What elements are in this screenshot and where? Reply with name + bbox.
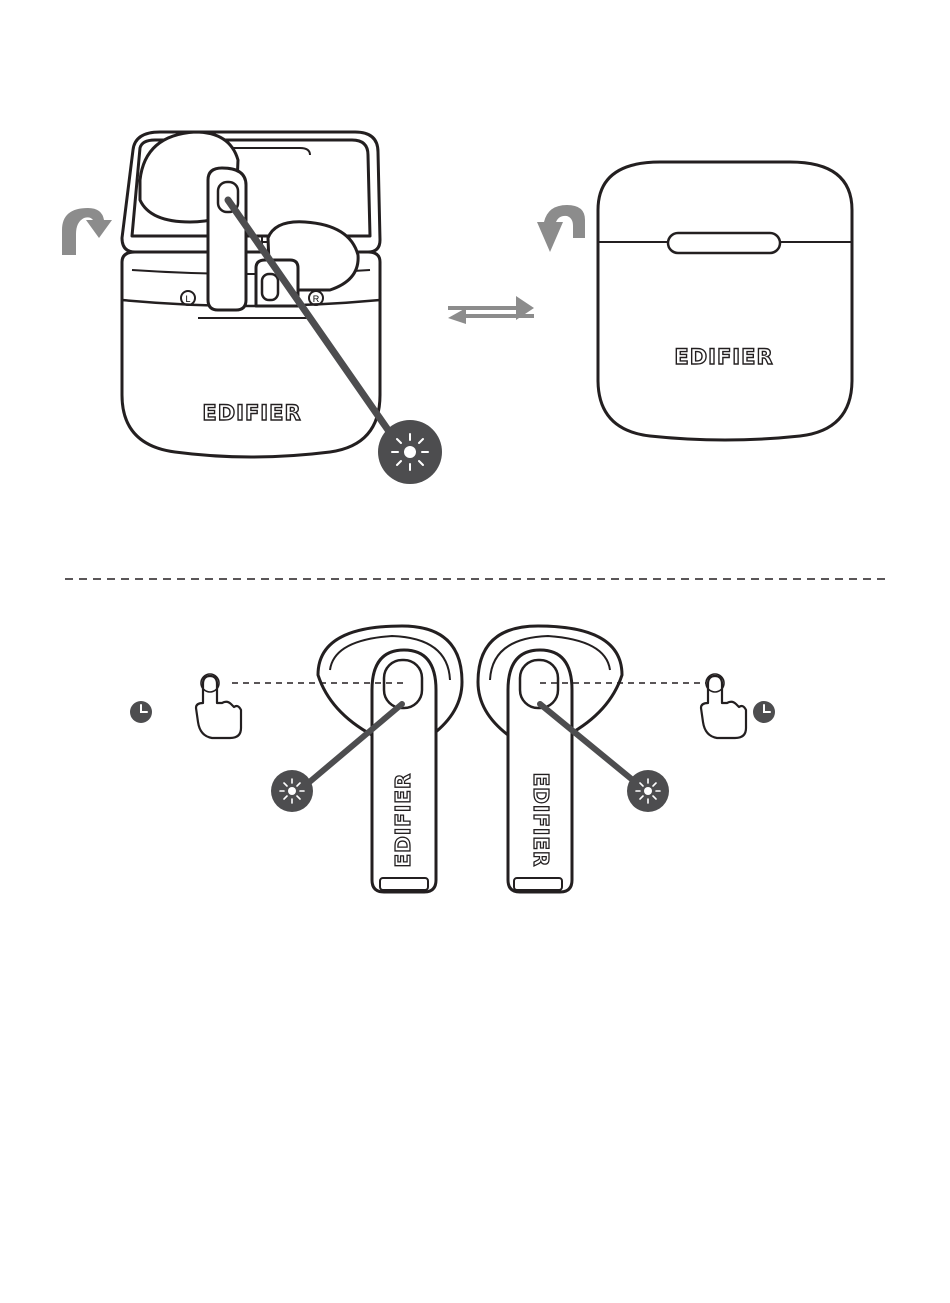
brand-logo-left-earbud: EDIFIER <box>391 773 415 868</box>
led-light-icon <box>271 770 313 812</box>
brand-logo-open-case: EDIFIER <box>202 401 301 425</box>
finger-tap-icon <box>701 674 746 738</box>
right-marker-label: R <box>313 294 320 304</box>
clock-icon <box>753 701 775 723</box>
curved-arrow-icon <box>62 208 112 255</box>
closed-charging-case <box>598 162 852 440</box>
led-light-icon <box>627 770 669 812</box>
led-light-icon <box>378 420 442 484</box>
brand-logo-closed-case: EDIFIER <box>674 345 773 369</box>
bidirectional-arrows-icon <box>448 296 534 324</box>
clock-icon <box>130 701 152 723</box>
brand-logo-right-earbud: EDIFIER <box>529 773 553 868</box>
left-marker-label: L <box>185 294 190 304</box>
curved-arrow-icon <box>537 205 585 252</box>
